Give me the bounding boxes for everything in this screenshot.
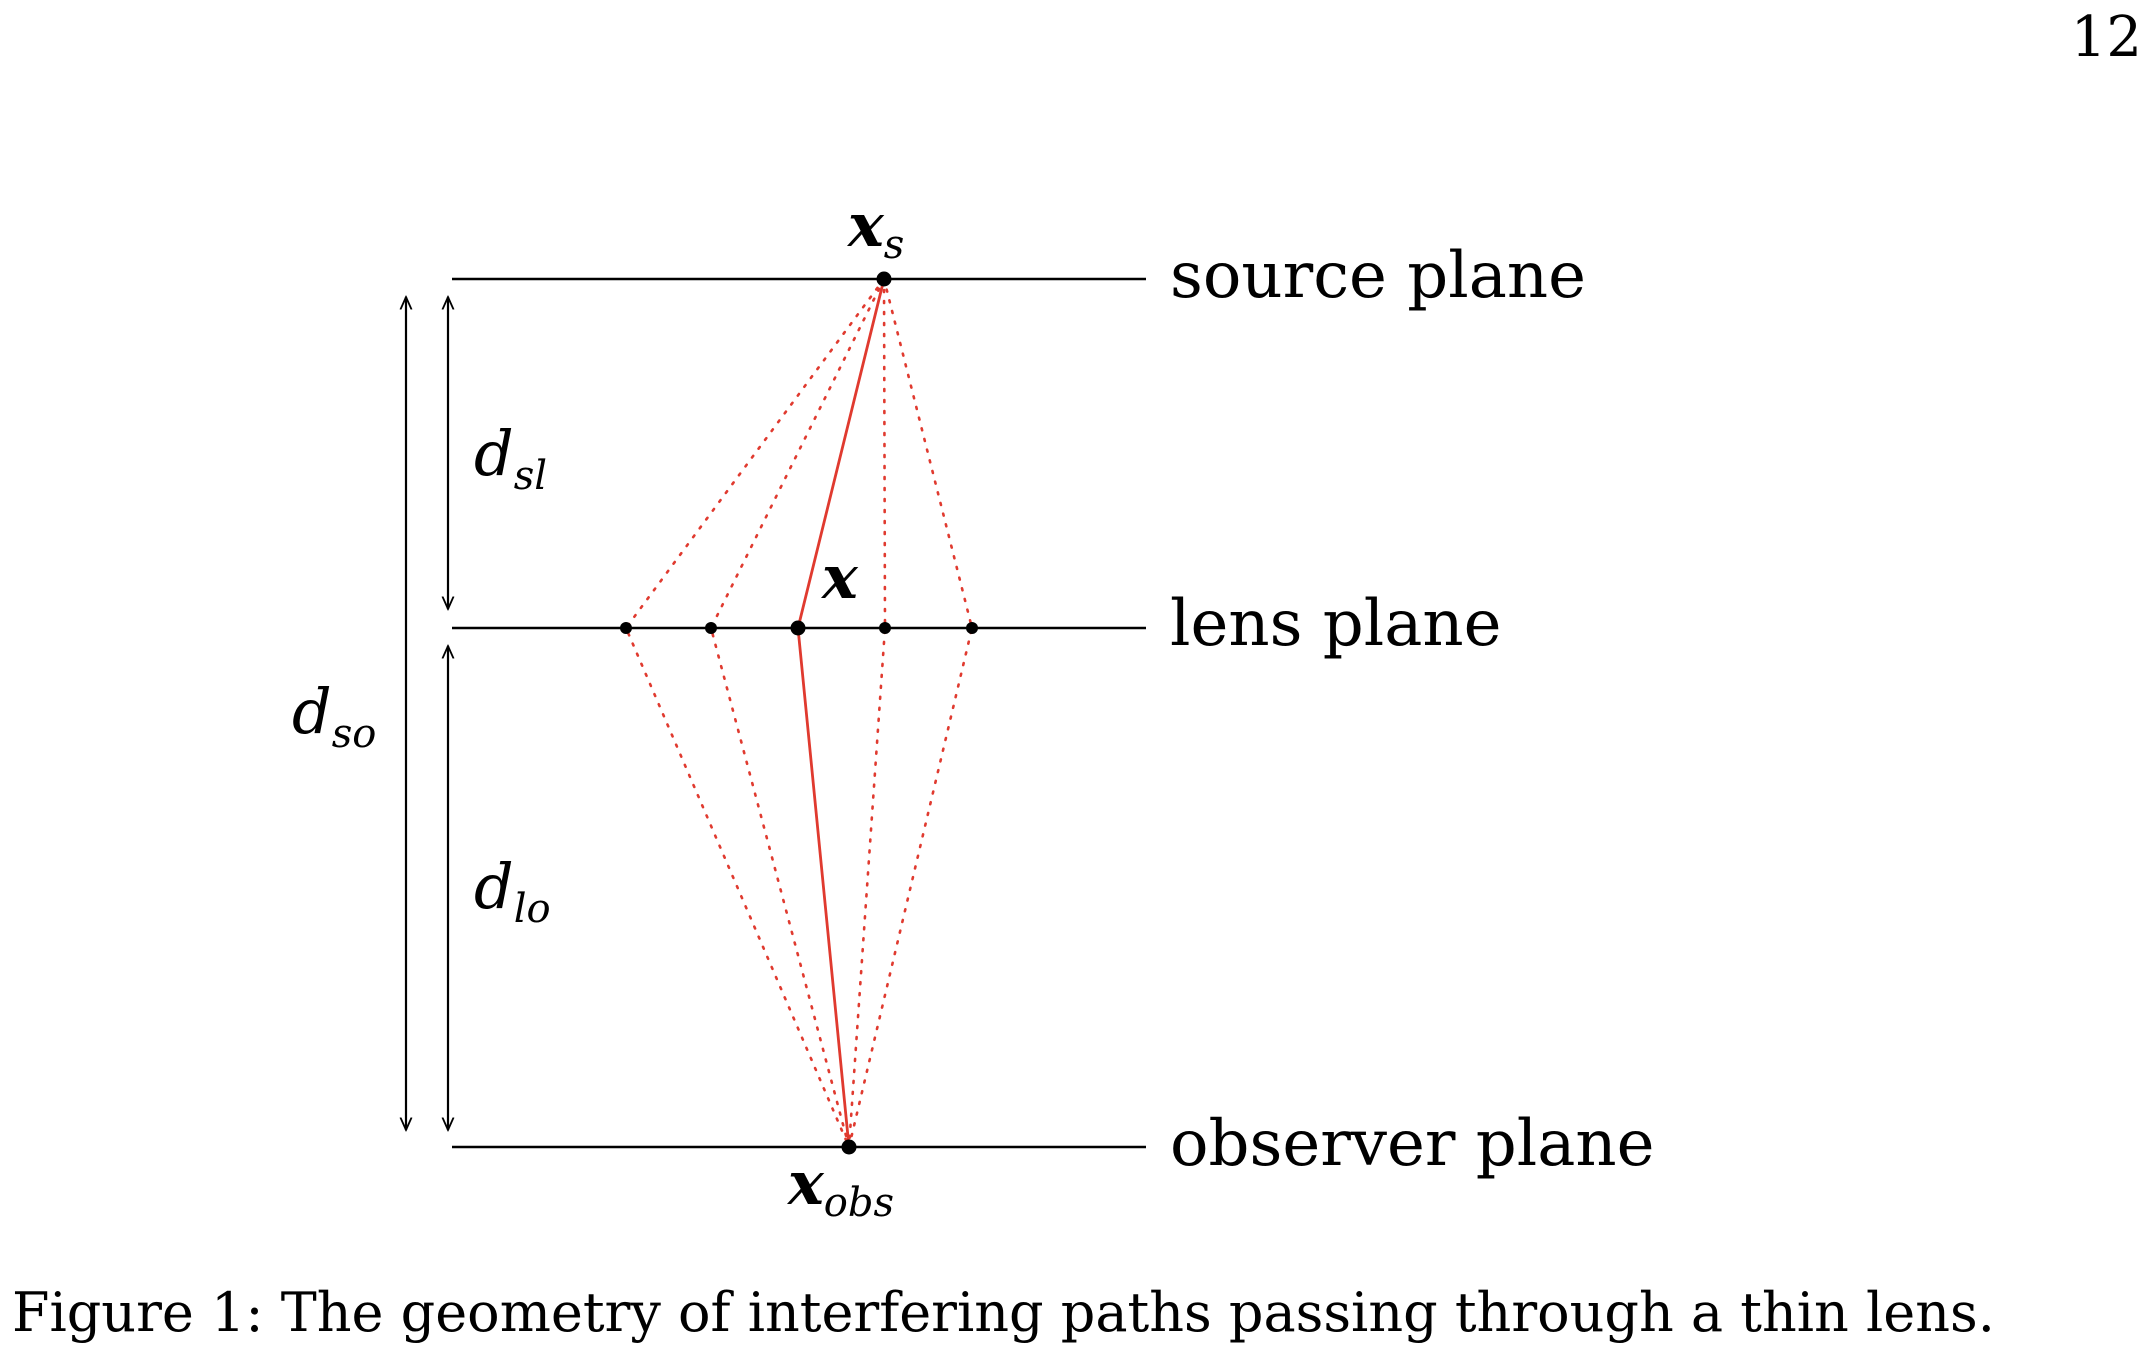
stationary-path bbox=[796, 278, 886, 1148]
lens-point-2 bbox=[705, 622, 717, 634]
dlo-label: dlo bbox=[474, 850, 551, 932]
source-plane-label: source plane bbox=[1170, 239, 1586, 313]
lens-point-label: x bbox=[820, 543, 859, 613]
dotted-path-4 bbox=[847, 277, 974, 1149]
observer-plane-label: observer plane bbox=[1170, 1107, 1654, 1181]
observer-point-label: xobs bbox=[786, 1149, 894, 1226]
figure-caption: Figure 1: The geometry of interfering pa… bbox=[12, 1281, 1995, 1344]
dso-label: dso bbox=[292, 675, 376, 757]
page-number: 12 bbox=[2070, 5, 2142, 70]
lens-point-5 bbox=[966, 622, 978, 634]
source-point-label: xs bbox=[846, 191, 904, 268]
observer-point bbox=[841, 1139, 857, 1155]
source-point bbox=[876, 271, 892, 287]
lens-point-4 bbox=[879, 622, 891, 634]
dotted-path-3 bbox=[847, 277, 887, 1149]
lens-plane-label: lens plane bbox=[1170, 587, 1501, 661]
lens-point-x bbox=[790, 620, 806, 636]
dsl-label: dsl bbox=[474, 417, 547, 499]
alternate-paths bbox=[624, 277, 974, 1149]
lens-point-1 bbox=[620, 622, 632, 634]
dotted-path-2 bbox=[709, 277, 886, 1149]
dotted-path-1 bbox=[624, 277, 886, 1149]
